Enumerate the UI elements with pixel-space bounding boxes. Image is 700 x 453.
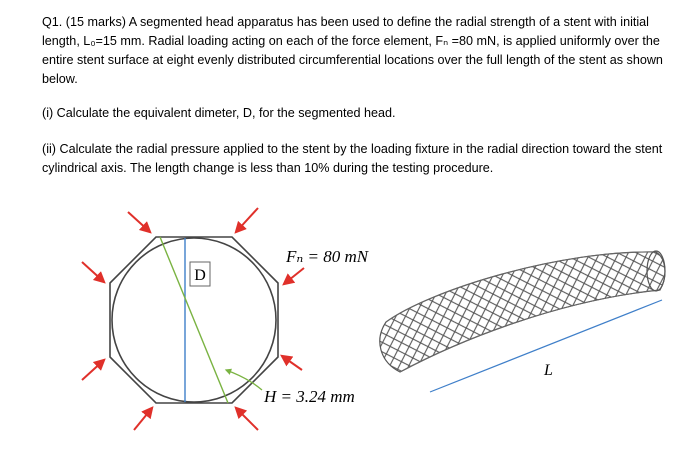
height-label: H = 3.24 mm bbox=[263, 387, 355, 406]
force-arrow-top-left bbox=[127, 211, 152, 234]
force-arrow-top-right bbox=[234, 207, 259, 234]
stent-illustration bbox=[379, 250, 666, 373]
h-pointer bbox=[224, 368, 263, 391]
force-arrow-left-lower bbox=[81, 358, 106, 381]
force-arrow-left-upper bbox=[81, 261, 106, 284]
force-label: Fₙ = 80 mN bbox=[285, 247, 370, 266]
diameter-label: D bbox=[194, 267, 206, 284]
question-part-ii: (ii) Calculate the radial pressure appli… bbox=[42, 142, 663, 175]
stent-length-axis bbox=[429, 299, 663, 393]
stent-length-label: L bbox=[543, 362, 553, 379]
diagonal-line bbox=[159, 236, 229, 404]
force-arrow-bottom-left bbox=[133, 406, 154, 431]
force-arrows bbox=[81, 207, 305, 431]
octagon-outline bbox=[109, 236, 279, 404]
diameter-label-box bbox=[189, 261, 211, 287]
force-arrow-right-upper bbox=[282, 267, 305, 286]
force-arrow-bottom-right bbox=[234, 406, 259, 431]
question-statement: Q1. (15 marks) A segmented head apparatu… bbox=[42, 15, 663, 86]
force-arrow-right-lower bbox=[280, 354, 303, 371]
inner-circle bbox=[111, 237, 277, 403]
question-part-i: (i) Calculate the equivalent dimeter, D,… bbox=[42, 106, 396, 120]
